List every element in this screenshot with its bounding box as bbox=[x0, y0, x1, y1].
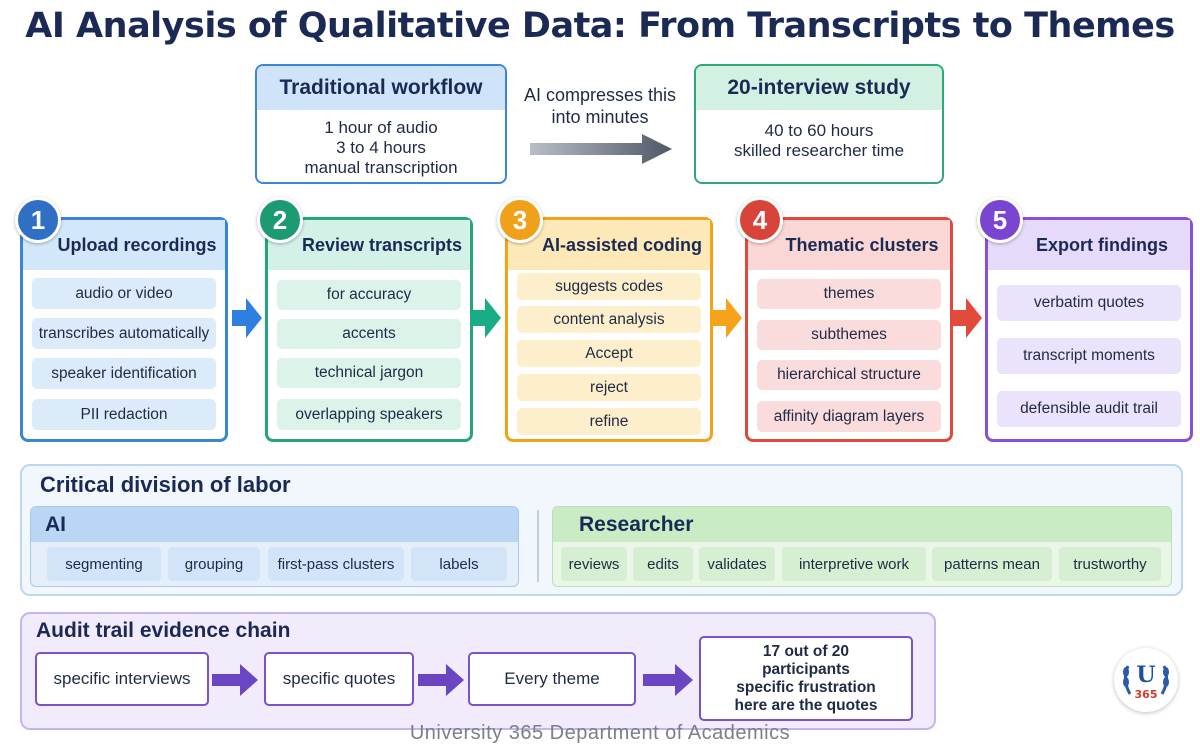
audit-step: Every theme bbox=[468, 652, 636, 706]
step-item: transcript moments bbox=[997, 338, 1181, 374]
audit-final-line: 17 out of 20 bbox=[762, 642, 850, 660]
researcher-chip: patterns mean bbox=[932, 547, 1052, 581]
page-title: AI Analysis of Qualitative Data: From Tr… bbox=[25, 6, 1175, 46]
step-item: technical jargon bbox=[277, 358, 461, 388]
division-divider bbox=[537, 510, 539, 582]
audit-title: Audit trail evidence chain bbox=[36, 619, 291, 642]
step-item: reject bbox=[517, 374, 701, 401]
researcher-chip: validates bbox=[699, 547, 775, 581]
audit-final-line: here are the quotes bbox=[734, 696, 878, 714]
researcher-chip: trustworthy bbox=[1059, 547, 1161, 581]
study-line: 40 to 60 hours bbox=[764, 121, 874, 140]
step-item: overlapping speakers bbox=[277, 399, 461, 430]
step-item: audio or video bbox=[32, 278, 216, 309]
division-of-labor-panel: Critical division of labor AI segmenting… bbox=[20, 464, 1183, 596]
step-item: suggests codes bbox=[517, 273, 701, 300]
step-number-badge: 2 bbox=[257, 197, 303, 243]
step-item: subthemes bbox=[757, 320, 941, 350]
compress-label: AI compresses this into minutes bbox=[523, 85, 677, 127]
step-number-badge: 1 bbox=[15, 197, 61, 243]
step-title: Thematic clusters bbox=[748, 220, 950, 270]
audit-final-line: specific frustration bbox=[736, 678, 876, 696]
audit-final-line: participants bbox=[762, 660, 850, 678]
traditional-workflow-box: Traditional workflow 1 hour of audio 3 t… bbox=[255, 64, 507, 184]
logo-number: 365 bbox=[1135, 688, 1158, 701]
researcher-label: Researcher bbox=[553, 507, 1171, 542]
logo-letter: U bbox=[1136, 662, 1155, 688]
step-export-findings: Export findings verbatim quotes transcri… bbox=[985, 217, 1193, 442]
step-thematic-clusters: Thematic clusters themes subthemes hiera… bbox=[745, 217, 953, 442]
step-ai-assisted-coding: AI-assisted coding suggests codes conten… bbox=[505, 217, 713, 442]
researcher-chip: interpretive work bbox=[782, 547, 926, 581]
step-title: Upload recordings bbox=[23, 220, 225, 270]
step-title: Export findings bbox=[988, 220, 1190, 270]
university-logo: U 365 bbox=[1114, 648, 1178, 712]
step-upload-recordings: Upload recordings audio or video transcr… bbox=[20, 217, 228, 442]
step-item: accents bbox=[277, 319, 461, 349]
step-item: refine bbox=[517, 408, 701, 435]
ai-chip: first-pass clusters bbox=[268, 547, 404, 581]
ai-chip: segmenting bbox=[47, 547, 161, 581]
step-item: hierarchical structure bbox=[757, 360, 941, 390]
compress-arrow-icon bbox=[530, 134, 672, 164]
ai-panel: AI segmenting grouping first-pass cluste… bbox=[30, 506, 519, 587]
step-item: verbatim quotes bbox=[997, 285, 1181, 321]
audit-step: specific interviews bbox=[35, 652, 209, 706]
step-item: transcribes automatically bbox=[32, 318, 216, 349]
ai-label: AI bbox=[31, 507, 518, 542]
step-title: AI-assisted coding bbox=[508, 220, 710, 270]
arrow-right-icon bbox=[643, 664, 693, 696]
arrow-right-icon bbox=[952, 298, 982, 338]
traditional-line: 1 hour of audio bbox=[324, 118, 438, 137]
study-line: skilled researcher time bbox=[733, 141, 905, 160]
step-number-badge: 5 bbox=[977, 197, 1023, 243]
step-number-badge: 3 bbox=[497, 197, 543, 243]
step-item: Accept bbox=[517, 340, 701, 367]
arrow-right-icon bbox=[212, 664, 258, 696]
audit-final-evidence: 17 out of 20 participants specific frust… bbox=[699, 636, 913, 721]
step-item: content analysis bbox=[517, 306, 701, 333]
researcher-chip: reviews bbox=[561, 547, 627, 581]
traditional-workflow-header: Traditional workflow bbox=[257, 66, 505, 110]
laurel-icon: U 365 bbox=[1123, 662, 1169, 701]
ai-chip: grouping bbox=[168, 547, 260, 581]
step-item: affinity diagram layers bbox=[757, 401, 941, 432]
step-number-badge: 4 bbox=[737, 197, 783, 243]
step-item: for accuracy bbox=[277, 280, 461, 310]
division-title: Critical division of labor bbox=[40, 472, 291, 497]
arrow-right-icon bbox=[418, 664, 464, 696]
researcher-chip: edits bbox=[633, 547, 693, 581]
arrow-right-icon bbox=[712, 298, 742, 338]
step-item: speaker identification bbox=[32, 358, 216, 389]
arrow-right-icon bbox=[471, 298, 501, 338]
traditional-line: manual transcription bbox=[304, 158, 458, 177]
audit-step: specific quotes bbox=[264, 652, 414, 706]
traditional-line: 3 to 4 hours bbox=[336, 138, 426, 157]
study-box: 20-interview study 40 to 60 hours skille… bbox=[694, 64, 944, 184]
step-title: Review transcripts bbox=[268, 220, 470, 270]
step-review-transcripts: Review transcripts for accuracy accents … bbox=[265, 217, 473, 442]
step-item: themes bbox=[757, 279, 941, 309]
arrow-right-icon bbox=[232, 298, 262, 338]
study-header: 20-interview study bbox=[696, 66, 942, 110]
footer-text: University 365 Department of Academics bbox=[409, 722, 791, 744]
ai-chip: labels bbox=[411, 547, 507, 581]
step-item: defensible audit trail bbox=[997, 391, 1181, 427]
researcher-panel: Researcher reviews edits validates inter… bbox=[552, 506, 1172, 587]
step-item: PII redaction bbox=[32, 399, 216, 430]
